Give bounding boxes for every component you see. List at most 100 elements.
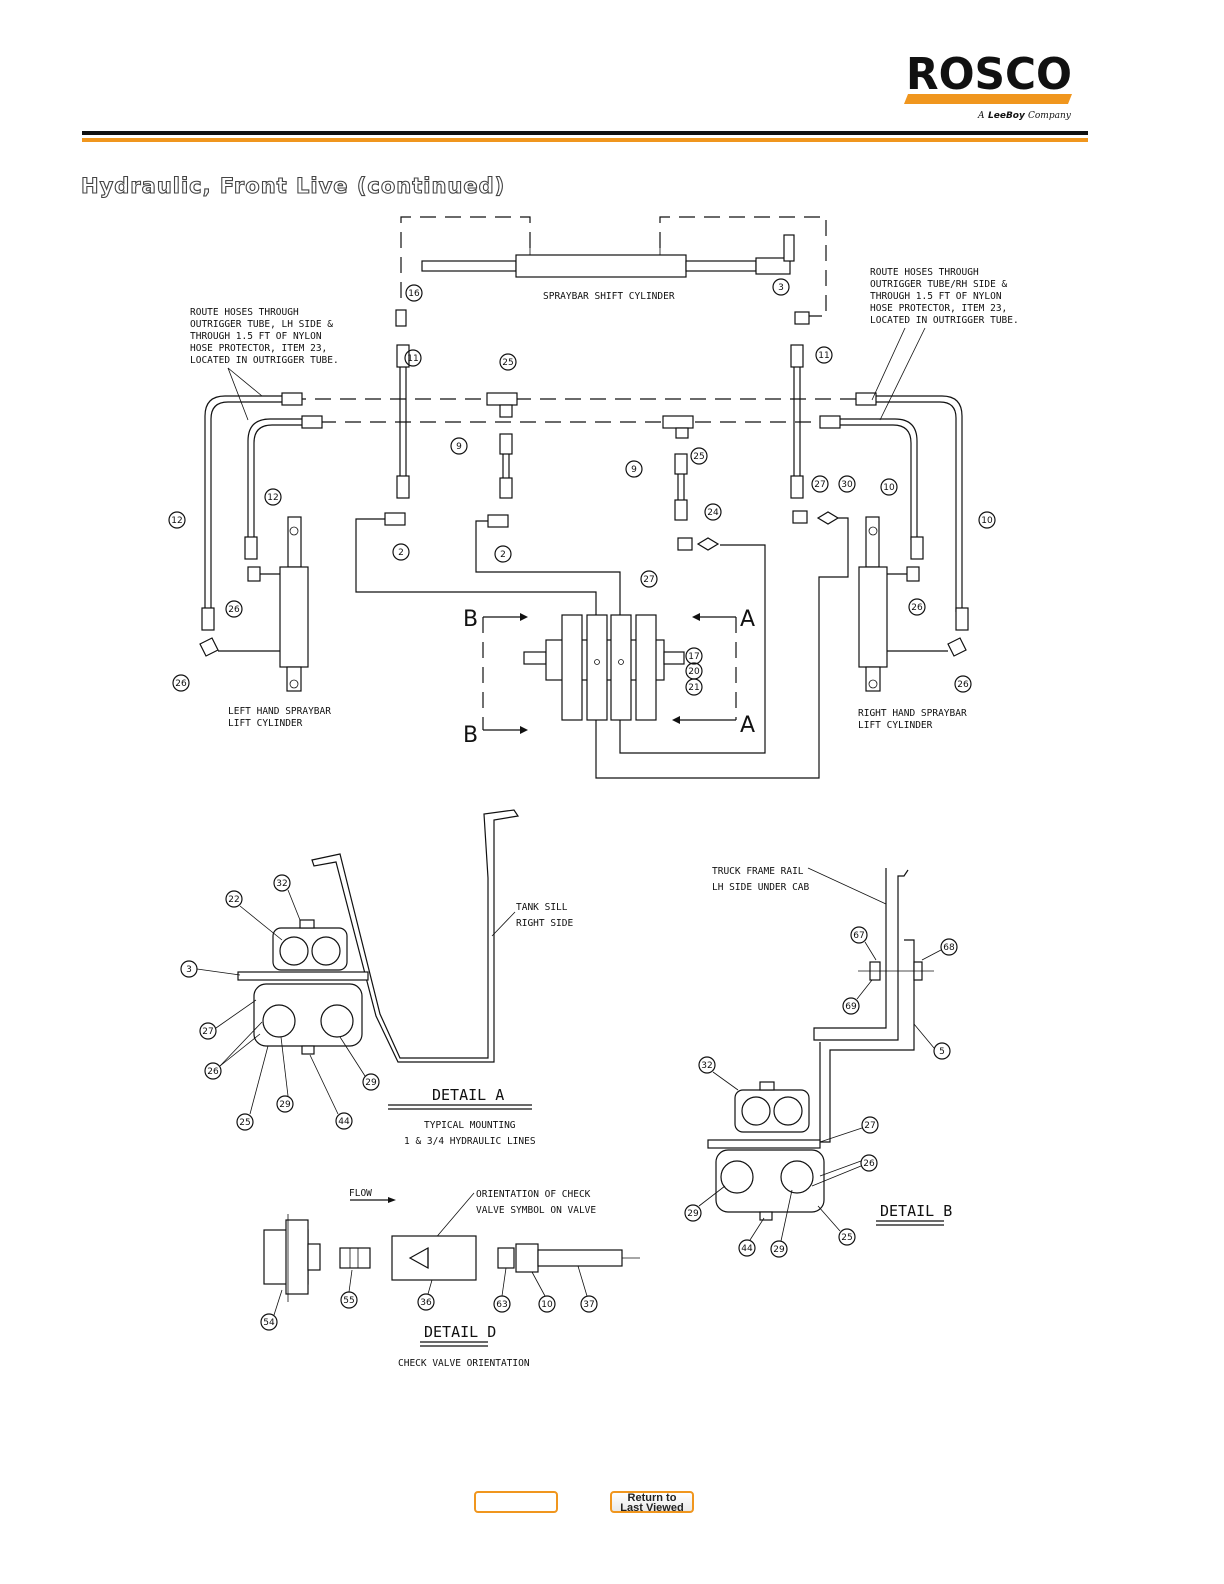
return-to-last-viewed-button[interactable]: Return to Last Viewed xyxy=(610,1491,694,1514)
svg-text:55: 55 xyxy=(343,1296,354,1306)
header-rule-orange xyxy=(82,138,1088,142)
svg-text:LIFT CYLINDER: LIFT CYLINDER xyxy=(858,720,933,731)
logo-tagline-a: A xyxy=(977,111,985,121)
svg-text:26: 26 xyxy=(957,680,969,690)
svg-text:THROUGH 1.5 FT OF NYLON: THROUGH 1.5 FT OF NYLON xyxy=(190,331,322,342)
callouts-top: 16 3 11 11 25 25 9 9 12 12 10 10 2 2 24 … xyxy=(168,278,996,696)
section-b-top: B xyxy=(463,607,478,632)
svg-text:30: 30 xyxy=(841,480,853,490)
svg-text:44: 44 xyxy=(741,1244,753,1254)
svg-text:9: 9 xyxy=(456,442,462,452)
svg-text:9: 9 xyxy=(631,465,637,475)
label-right-cylinder: RIGHT HAND SPRAYBAR LIFT CYLINDER xyxy=(858,708,967,731)
svg-text:DETAIL B: DETAIL B xyxy=(880,1202,952,1220)
svg-text:27: 27 xyxy=(643,575,654,585)
svg-text:21: 21 xyxy=(688,683,699,693)
svg-text:32: 32 xyxy=(276,879,287,889)
svg-text:TYPICAL MOUNTING: TYPICAL MOUNTING xyxy=(424,1120,516,1131)
svg-text:67: 67 xyxy=(853,931,864,941)
svg-text:2: 2 xyxy=(500,550,506,560)
svg-text:TRUCK FRAME RAIL: TRUCK FRAME RAIL xyxy=(712,866,804,877)
rosco-logo: ROSCO A LeeBoy Company xyxy=(904,49,1072,121)
label-shift-cylinder: SPRAYBAR SHIFT CYLINDER xyxy=(543,291,675,302)
svg-text:HOSE PROTECTOR, ITEM 23,: HOSE PROTECTOR, ITEM 23, xyxy=(870,303,1007,314)
svg-text:LEFT HAND SPRAYBAR: LEFT HAND SPRAYBAR xyxy=(228,706,331,717)
logo-tagline-company: Company xyxy=(1028,111,1072,121)
spraybar-shift-cylinder xyxy=(421,234,795,278)
return-label-line1: Return to xyxy=(627,1492,677,1504)
svg-text:54: 54 xyxy=(263,1318,275,1328)
svg-text:69: 69 xyxy=(845,1002,857,1012)
svg-text:FLOW: FLOW xyxy=(349,1188,372,1199)
svg-text:26: 26 xyxy=(863,1159,875,1169)
previous-page-button[interactable] xyxy=(474,1491,558,1513)
svg-text:ROUTE HOSES THROUGH: ROUTE HOSES THROUGH xyxy=(870,267,979,278)
svg-text:26: 26 xyxy=(911,603,923,613)
detail-d: FLOW ORIENTATION OF CHECK VALVE SYMBOL O… xyxy=(260,1188,640,1369)
svg-text:25: 25 xyxy=(693,452,704,462)
svg-text:37: 37 xyxy=(583,1300,594,1310)
svg-text:CHECK VALVE ORIENTATION: CHECK VALVE ORIENTATION xyxy=(398,1358,530,1369)
svg-text:29: 29 xyxy=(279,1100,291,1110)
svg-text:VALVE SYMBOL ON VALVE: VALVE SYMBOL ON VALVE xyxy=(476,1205,596,1216)
svg-text:10: 10 xyxy=(981,516,993,526)
svg-text:26: 26 xyxy=(207,1067,219,1077)
detail-b: TRUCK FRAME RAIL LH SIDE UNDER CAB DETAI… xyxy=(684,866,958,1258)
label-left-cylinder: LEFT HAND SPRAYBAR LIFT CYLINDER xyxy=(228,706,331,729)
svg-text:LOCATED IN OUTRIGGER TUBE.: LOCATED IN OUTRIGGER TUBE. xyxy=(870,315,1019,326)
svg-text:26: 26 xyxy=(228,605,240,615)
left-lift-cylinder xyxy=(199,516,309,692)
return-label-line2: Last Viewed xyxy=(620,1502,684,1514)
svg-text:OUTRIGGER TUBE/RH SIDE &: OUTRIGGER TUBE/RH SIDE & xyxy=(870,279,1008,290)
svg-text:29: 29 xyxy=(687,1209,699,1219)
svg-text:ORIENTATION OF CHECK: ORIENTATION OF CHECK xyxy=(476,1189,591,1200)
svg-text:27: 27 xyxy=(814,480,825,490)
svg-text:25: 25 xyxy=(841,1233,852,1243)
section-a-top: A xyxy=(740,607,755,632)
svg-text:63: 63 xyxy=(496,1300,507,1310)
svg-text:ROUTE HOSES THROUGH: ROUTE HOSES THROUGH xyxy=(190,307,299,318)
svg-text:11: 11 xyxy=(818,351,829,361)
hose-11-right xyxy=(790,344,804,499)
page-title: Hydraulic, Front Live (continued) xyxy=(80,173,506,198)
svg-text:17: 17 xyxy=(688,652,699,662)
header-rule-black xyxy=(82,131,1088,135)
svg-text:27: 27 xyxy=(864,1121,875,1131)
svg-text:26: 26 xyxy=(175,679,187,689)
section-a-bottom: A xyxy=(740,713,755,738)
section-b-bottom: B xyxy=(463,723,478,748)
svg-text:36: 36 xyxy=(420,1298,432,1308)
svg-text:29: 29 xyxy=(365,1078,377,1088)
logo-brand: ROSCO xyxy=(906,49,1072,100)
svg-text:20: 20 xyxy=(688,667,700,677)
svg-text:16: 16 xyxy=(408,289,420,299)
svg-text:HOSE PROTECTOR, ITEM 23,: HOSE PROTECTOR, ITEM 23, xyxy=(190,343,327,354)
svg-text:THROUGH 1.5 FT OF NYLON: THROUGH 1.5 FT OF NYLON xyxy=(870,291,1002,302)
svg-text:27: 27 xyxy=(202,1027,213,1037)
note-route-rh: ROUTE HOSES THROUGH OUTRIGGER TUBE/RH SI… xyxy=(870,267,1019,326)
svg-text:24: 24 xyxy=(707,508,719,518)
svg-text:44: 44 xyxy=(338,1117,350,1127)
note-route-lh: ROUTE HOSES THROUGH OUTRIGGER TUBE, LH S… xyxy=(190,307,339,366)
svg-text:25: 25 xyxy=(502,358,513,368)
svg-text:10: 10 xyxy=(541,1300,553,1310)
hose-11-left xyxy=(396,344,410,499)
svg-text:22: 22 xyxy=(228,895,239,905)
svg-text:RIGHT SIDE: RIGHT SIDE xyxy=(516,918,573,929)
svg-text:1 & 3/4 HYDRAULIC LINES: 1 & 3/4 HYDRAULIC LINES xyxy=(404,1136,536,1147)
svg-text:12: 12 xyxy=(267,493,278,503)
hose-9-right xyxy=(674,453,688,521)
svg-text:3: 3 xyxy=(186,965,192,975)
svg-text:32: 32 xyxy=(701,1061,712,1071)
svg-text:10: 10 xyxy=(883,483,895,493)
svg-text:12: 12 xyxy=(171,516,182,526)
svg-text:RIGHT HAND SPRAYBAR: RIGHT HAND SPRAYBAR xyxy=(858,708,967,719)
svg-text:68: 68 xyxy=(943,943,955,953)
svg-text:3: 3 xyxy=(778,283,784,293)
svg-text:LIFT CYLINDER: LIFT CYLINDER xyxy=(228,718,303,729)
detail-a: TANK SILL RIGHT SIDE DETAIL A TYPICAL MO… xyxy=(180,809,573,1147)
svg-text:LH SIDE UNDER CAB: LH SIDE UNDER CAB xyxy=(712,882,810,893)
hose-9-left xyxy=(499,433,513,499)
svg-text:2: 2 xyxy=(398,548,404,558)
